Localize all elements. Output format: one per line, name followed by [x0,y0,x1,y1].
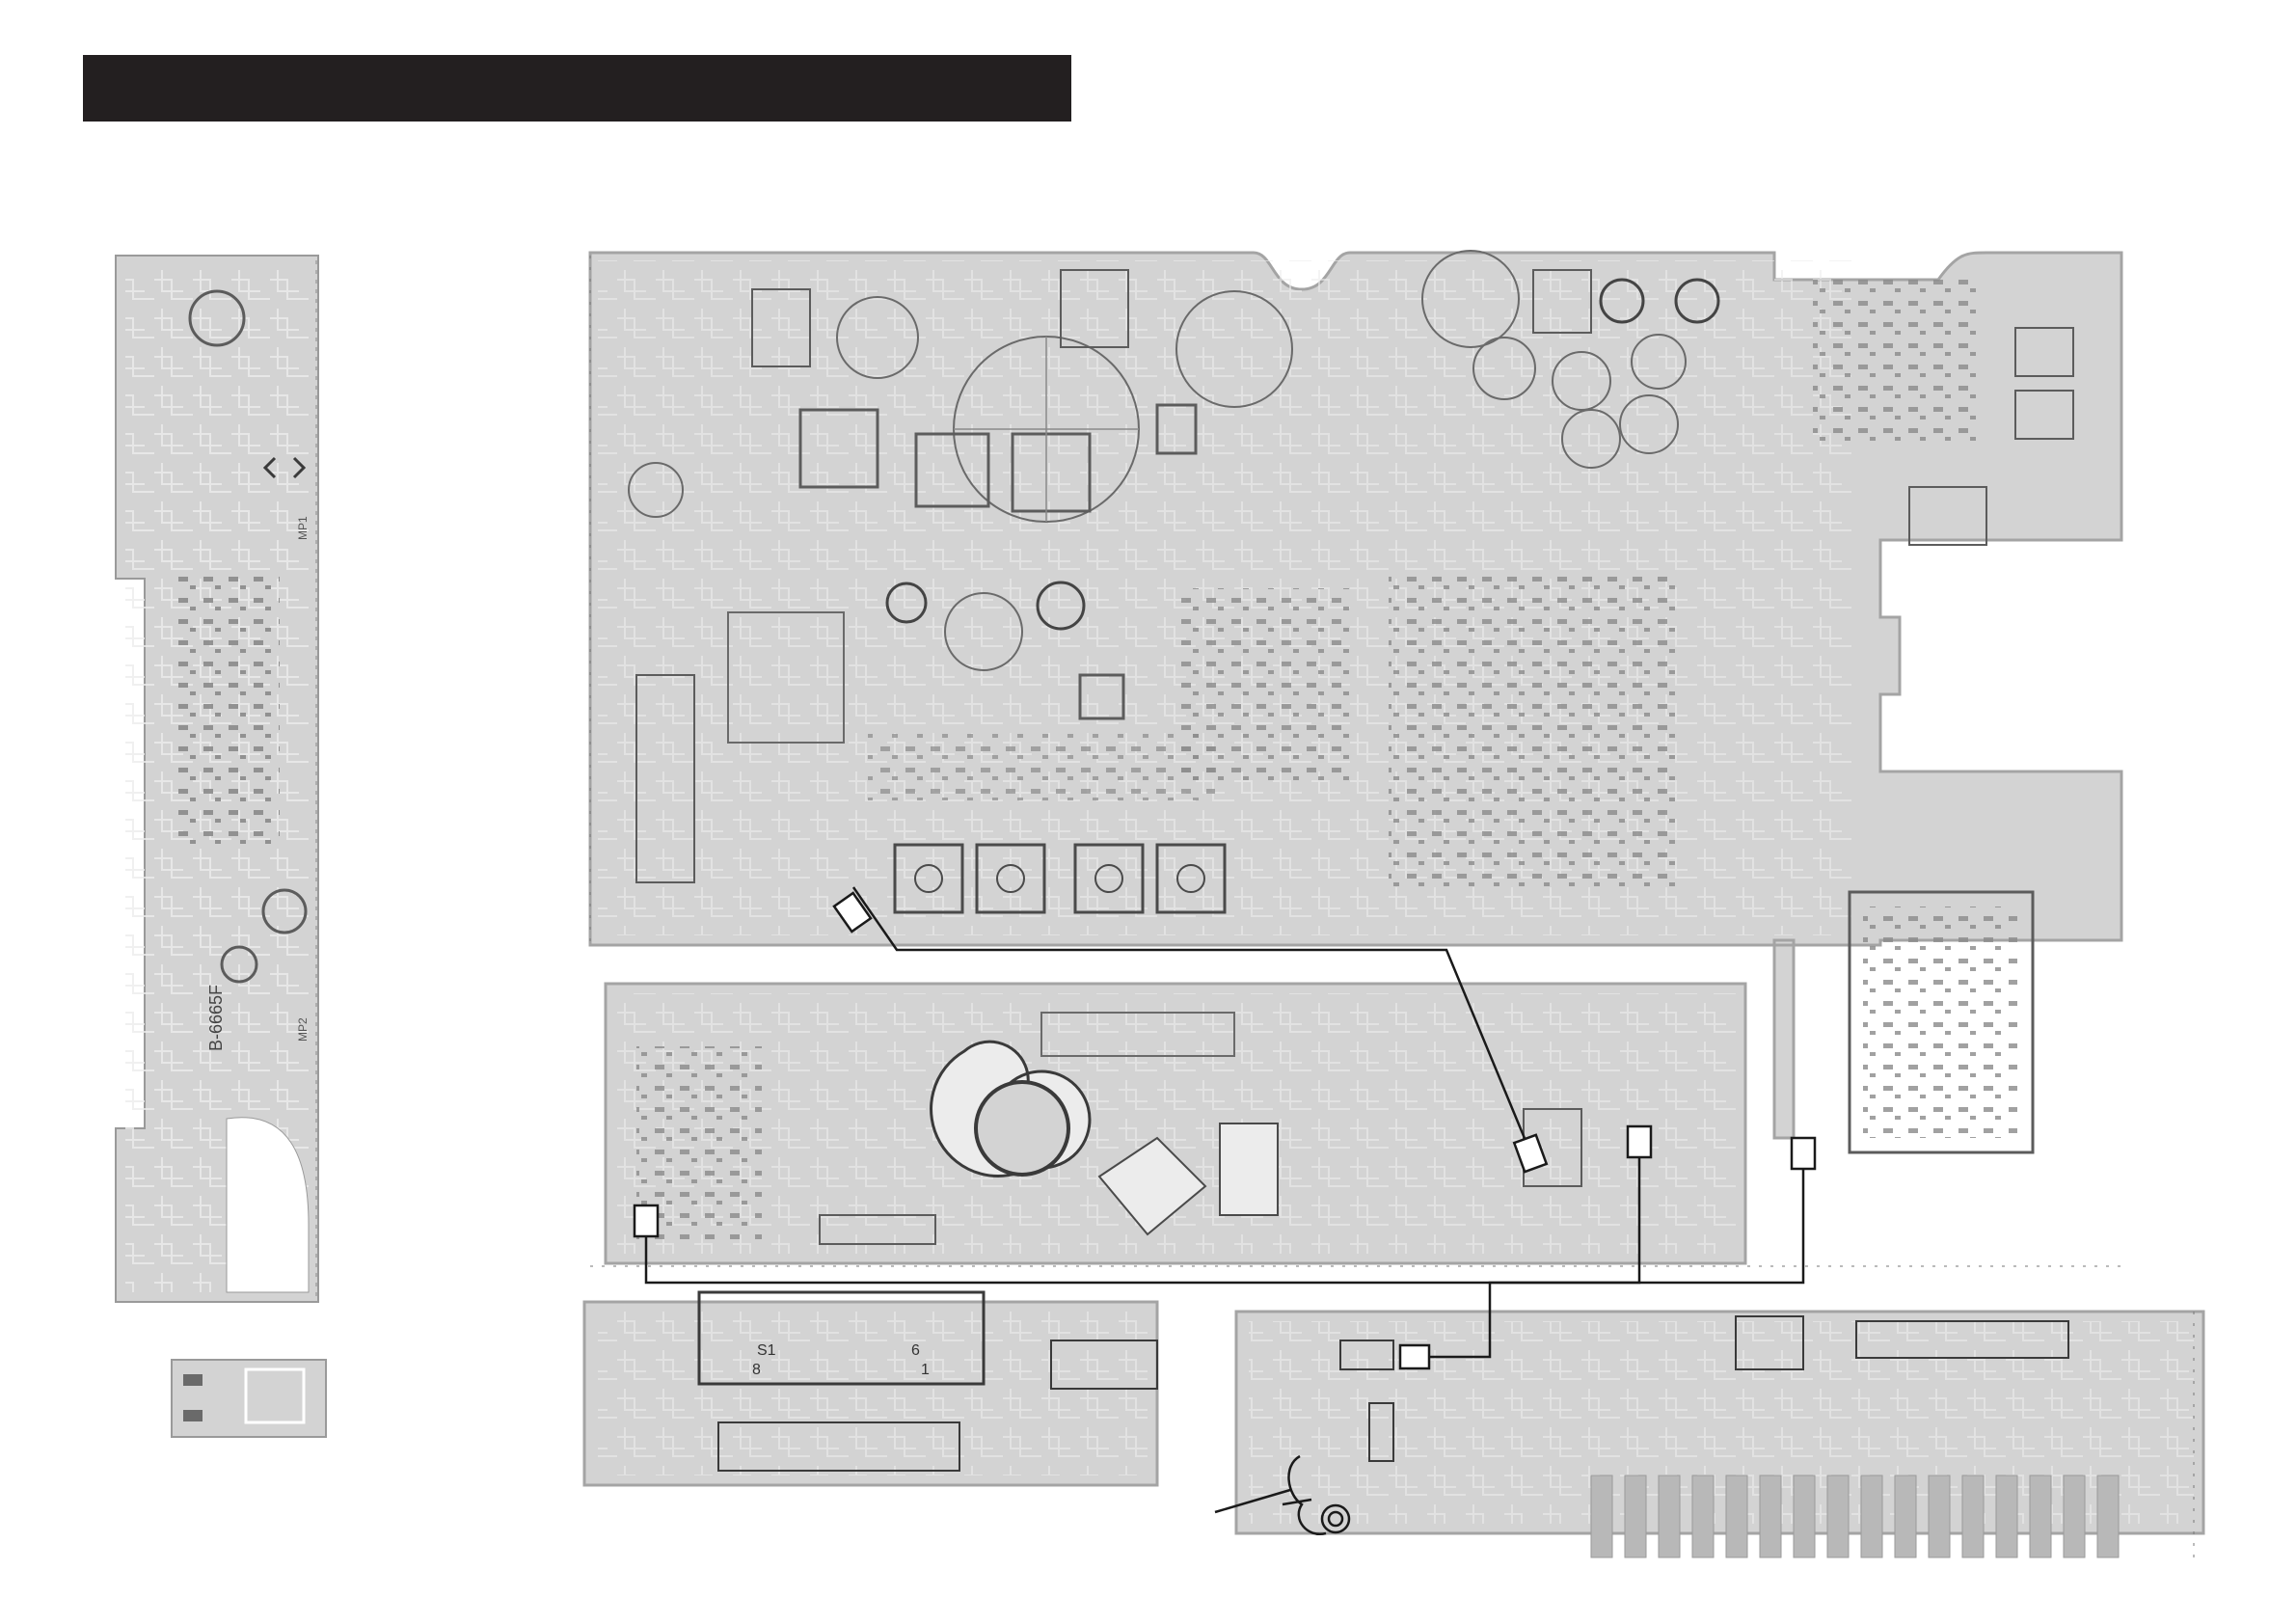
pin-label-s1: S1 [757,1342,776,1359]
ref-mp1-label: MP1 [296,516,310,540]
ref-mp2-label: MP2 [296,1017,310,1042]
pin-label-1: 1 [921,1362,930,1378]
coax-connector [1628,1126,1651,1157]
left-strip-board: B-6665F MP1 MP2 [116,256,318,1302]
coax-connector [1400,1345,1429,1368]
edge-connector-board [1236,1312,2203,1562]
coax-connector [635,1205,658,1236]
connector-board: S1 6 8 1 [584,1292,1157,1485]
board-marking-label: B-6665F [206,985,226,1051]
pa-board [606,984,1745,1263]
coax-connector [1792,1138,1815,1169]
pin-label-6: 6 [911,1342,920,1359]
small-left-board [172,1360,326,1437]
pin-label-8: 8 [752,1362,761,1378]
